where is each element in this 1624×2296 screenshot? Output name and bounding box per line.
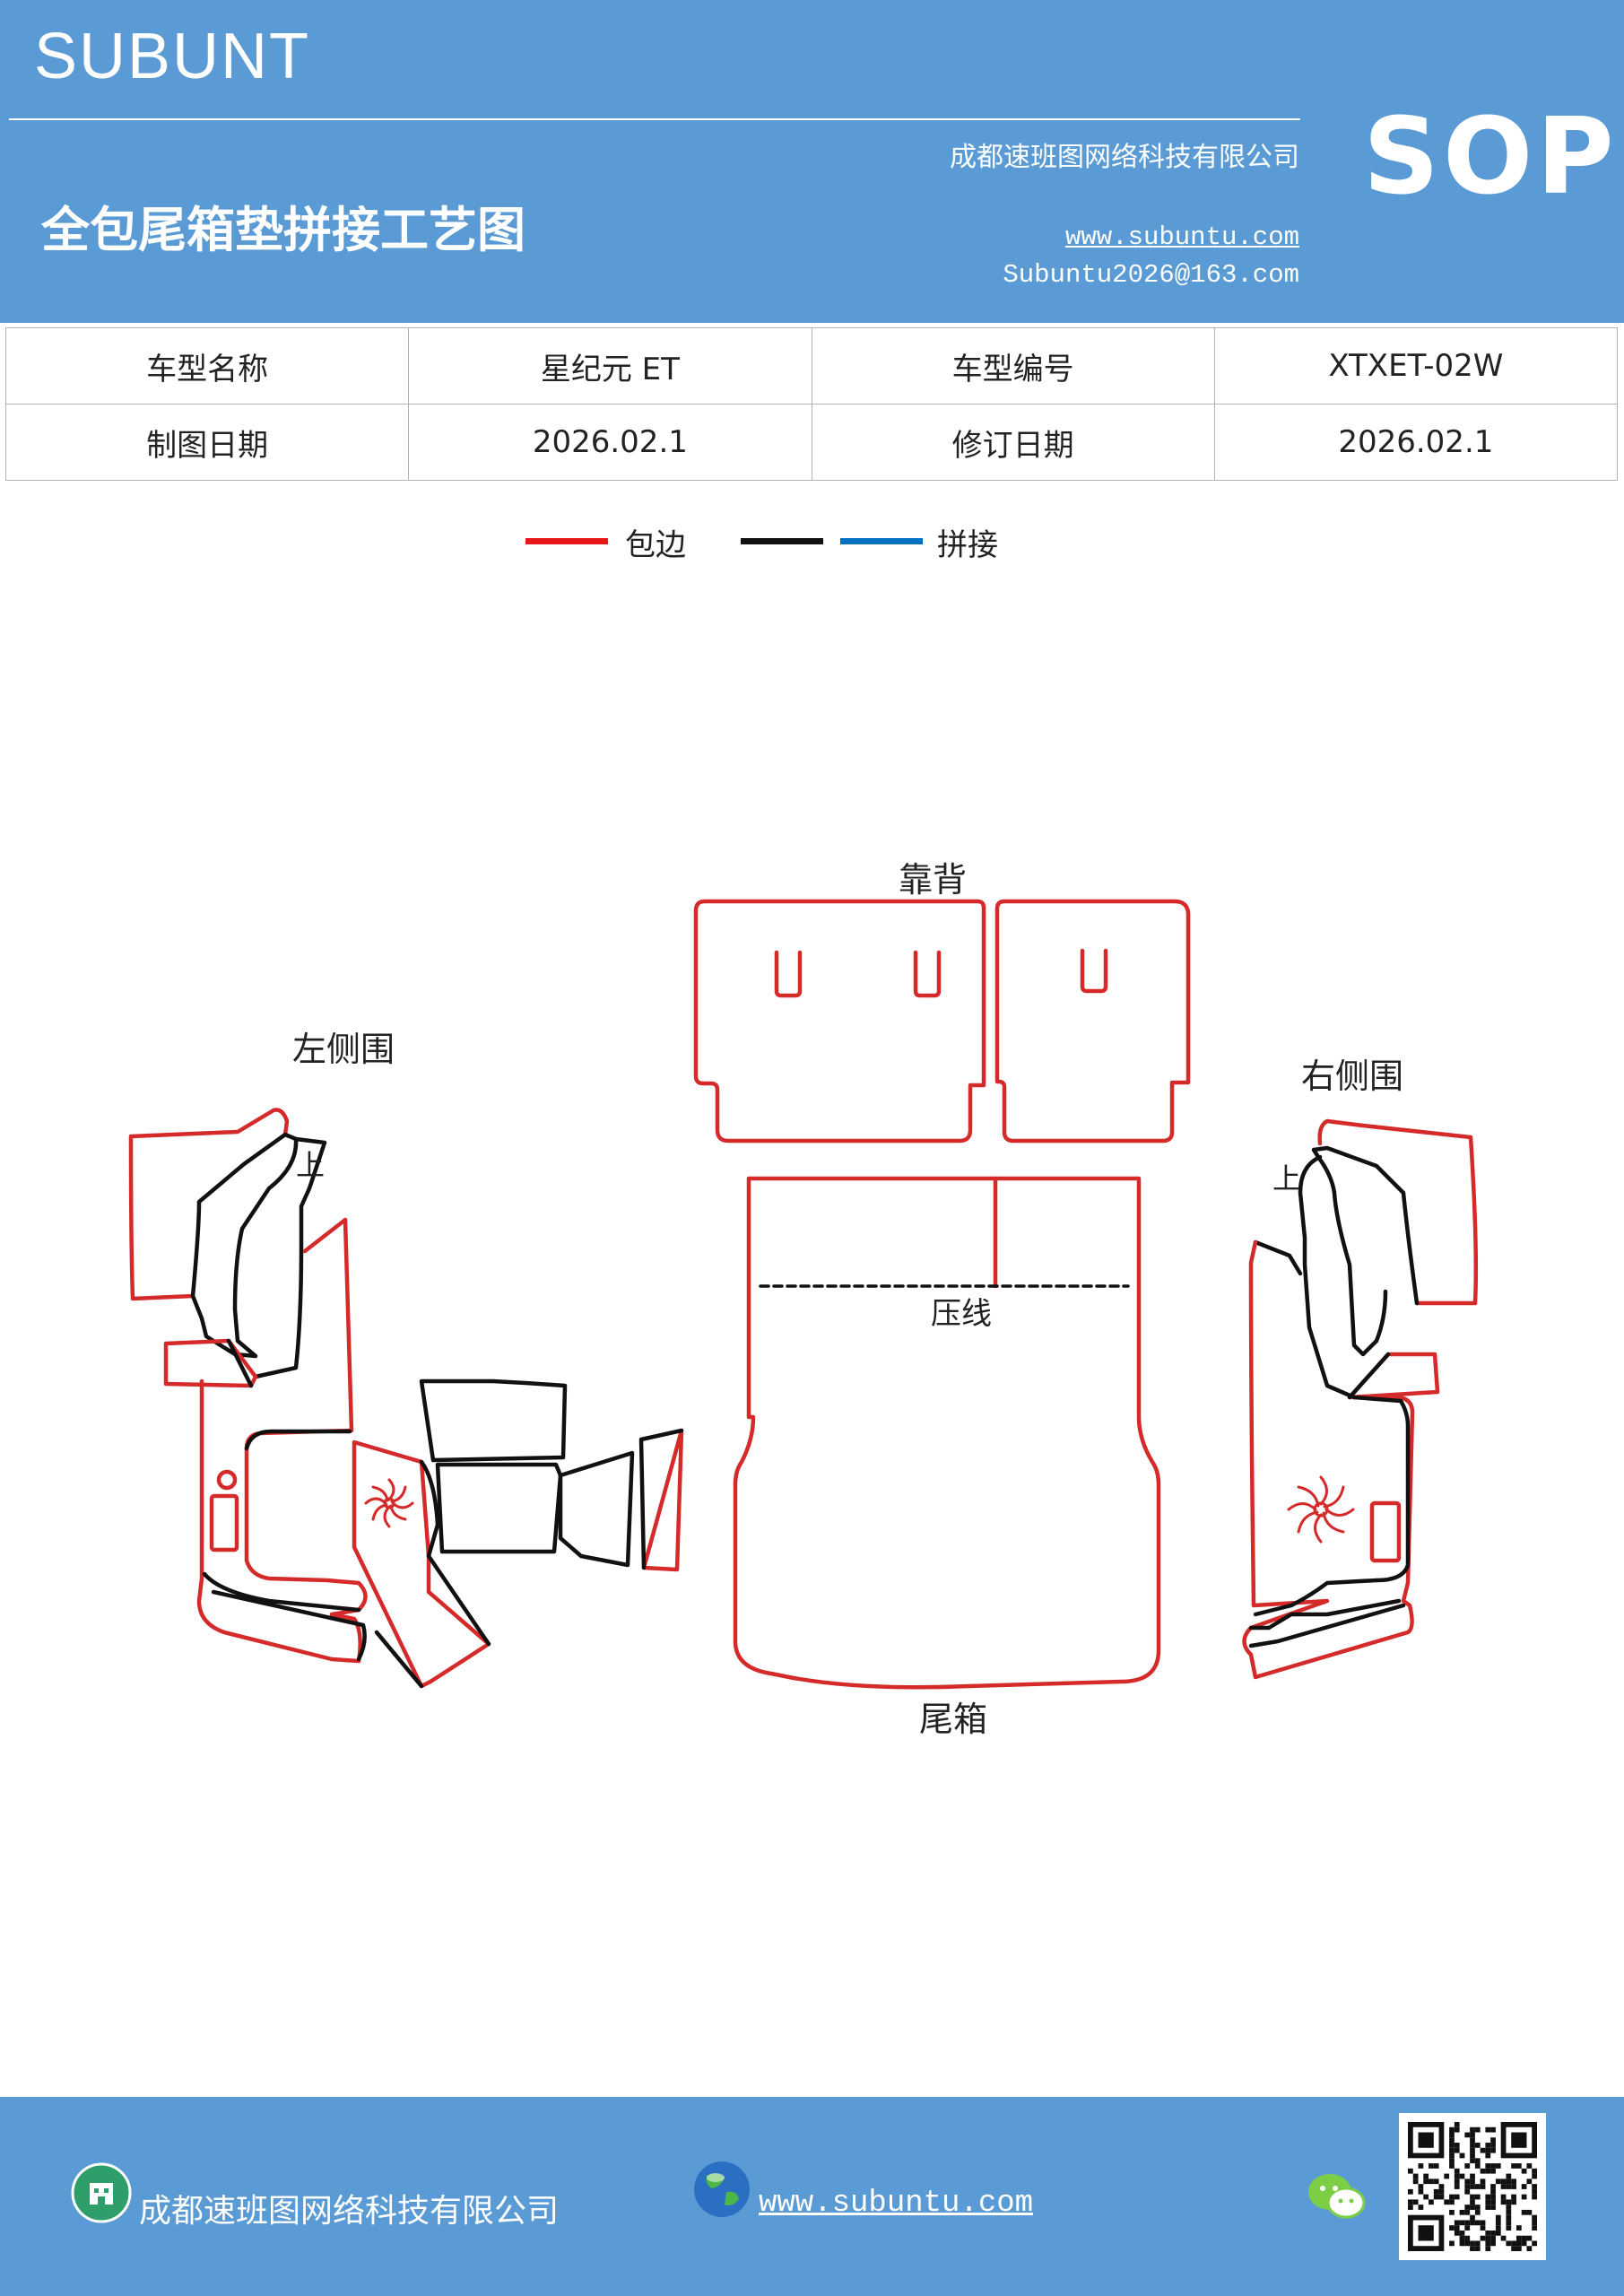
label-right-side: 右侧围 (1301, 1057, 1403, 1096)
footer-banner: 成都速班图网络科技有限公司 www.subuntu.com (0, 2097, 1624, 2296)
globe-icon (694, 2161, 750, 2217)
left-side-lower-seam (202, 1429, 367, 1662)
table-cell: XTXET-02W (1213, 327, 1619, 404)
header-website-link[interactable]: www.subuntu.com (1064, 222, 1299, 252)
legend: 包边 拼接 (0, 520, 1624, 574)
right-side-inner-seam (1253, 1154, 1357, 1400)
left-block-small (558, 1450, 635, 1568)
label-right-up: 上 (1272, 1161, 1301, 1196)
table-cell: 2026.02.1 (1213, 404, 1619, 481)
table-cell: 2026.02.1 (408, 404, 812, 481)
left-side-upper-edge (128, 1108, 290, 1301)
brand-name: SUBUNT (34, 21, 311, 92)
qr-code (1399, 2113, 1546, 2260)
left-center-strip-edge (352, 1439, 491, 1689)
table-cell: 车型编号 (811, 327, 1215, 404)
legend-label-binding: 包边 (625, 527, 686, 563)
backrest-slot (774, 950, 803, 998)
backrest-right-panel (994, 899, 1191, 1144)
building-icon (71, 2162, 132, 2223)
right-side-upper-edge (1317, 1118, 1479, 1306)
legend-swatch-black (741, 538, 823, 544)
right-side-upper-seam (1311, 1145, 1420, 1357)
label-trunk: 尾箱 (919, 1700, 987, 1739)
left-side-wing-edge (163, 1338, 258, 1388)
left-side-hole (216, 1469, 238, 1491)
right-side-lower-seam (1248, 1395, 1411, 1648)
header-email: Subuntu2026@163.com (1003, 260, 1299, 290)
page-title: 全包尾箱垫拼接工艺图 (41, 201, 525, 258)
label-crease: 压线 (931, 1296, 992, 1332)
right-side-wing-edge (1347, 1352, 1440, 1400)
left-block-edge-seam (638, 1428, 684, 1570)
sop-badge: SOP (1363, 94, 1618, 218)
left-side-inner-seam (253, 1136, 327, 1379)
right-fan-icon (1287, 1475, 1355, 1544)
table-cell: 车型名称 (4, 327, 410, 404)
left-fan-icon (364, 1478, 414, 1528)
left-block-middle (435, 1462, 563, 1554)
label-left-side: 左侧围 (292, 1030, 395, 1069)
table-cell: 修订日期 (811, 404, 1215, 481)
footer-company: 成都速班图网络科技有限公司 (139, 2193, 560, 2230)
left-side-upper-seam (190, 1132, 299, 1359)
mat-layout-diagram: 靠背 左侧围 右侧围 上 上 压线 尾箱 (128, 860, 1479, 1739)
right-side-wing-seam (1347, 1352, 1391, 1400)
backrest-slot (1080, 948, 1108, 994)
legend-swatch-binding (525, 538, 608, 544)
footer-website-link[interactable]: www.subuntu.com (759, 2187, 1034, 2221)
right-side-vent (1369, 1500, 1402, 1563)
table-row: 车型名称 星纪元 ET 车型编号 XTXET-02W (4, 327, 1619, 404)
legend-label-splice: 拼接 (937, 527, 998, 563)
left-block-edge-edge (641, 1428, 684, 1572)
header-company: 成都速班图网络科技有限公司 (950, 142, 1299, 173)
header-divider (9, 118, 1300, 120)
left-block-top (419, 1378, 568, 1463)
backrest-slot (913, 950, 942, 998)
info-table: 车型名称 星纪元 ET 车型编号 XTXET-02W 制图日期 2026.02.… (4, 327, 1619, 481)
trunk-panel (733, 1176, 1161, 1690)
label-backrest: 靠背 (899, 860, 967, 900)
table-cell: 星纪元 ET (408, 327, 812, 404)
wechat-icon (1308, 2174, 1366, 2219)
label-left-up: 上 (296, 1148, 325, 1182)
left-side-vent (209, 1493, 239, 1552)
table-cell: 制图日期 (4, 404, 410, 481)
right-side-main-edge (1242, 1239, 1415, 1680)
left-side-wing-seam (226, 1338, 254, 1388)
left-center-strip-seam (374, 1459, 491, 1689)
table-row: 制图日期 2026.02.1 修订日期 2026.02.1 (4, 404, 1619, 481)
legend-swatch-splice (840, 538, 923, 544)
header-banner: SUBUNT 全包尾箱垫拼接工艺图 成都速班图网络科技有限公司 www.subu… (0, 0, 1624, 323)
backrest-left-panel (693, 899, 986, 1144)
